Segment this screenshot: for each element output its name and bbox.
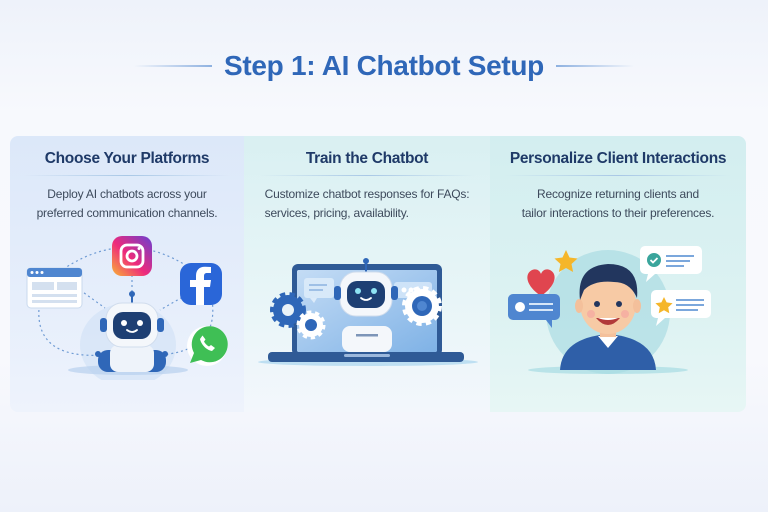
star-bubble-icon	[651, 290, 711, 326]
description-line: tailor interactions to their preferences…	[521, 206, 715, 220]
personalization-illustration	[490, 230, 746, 380]
panel-title: Train the Chatbot	[305, 150, 429, 167]
panel-divider	[505, 175, 731, 176]
panel-personalize-interactions: Personalize Client Interactions Recogniz…	[490, 136, 746, 412]
training-illustration	[244, 230, 490, 380]
page-title: Step 1: AI Chatbot Setup	[224, 50, 544, 81]
chat-bubble-icon	[304, 278, 334, 303]
header: Step 1: AI Chatbot Setup	[0, 44, 768, 88]
description-line: services, pricing, availability.	[264, 206, 409, 220]
checkmark-bubble-icon	[640, 246, 702, 282]
panel-divider	[24, 175, 230, 176]
panel-description: Recognize returning clients and tailor i…	[522, 185, 715, 223]
steps-panels: Choose Your Platforms Deploy AI chatbots…	[10, 136, 746, 412]
panel-description: Customize chatbot responses for FAQs: se…	[265, 185, 470, 223]
platforms-illustration	[10, 230, 244, 387]
title-decor-line-right	[555, 65, 634, 67]
panel-title: Personalize Client Interactions	[509, 150, 727, 167]
description-line: Deploy AI chatbots across your	[47, 187, 207, 201]
title-decor-line-left	[134, 65, 212, 67]
robot-icon	[98, 291, 166, 372]
robot-icon	[334, 258, 398, 352]
instagram-icon	[112, 236, 152, 276]
panel-choose-platforms: Choose Your Platforms Deploy AI chatbots…	[10, 136, 244, 412]
description-line: preferred communication channels.	[36, 206, 218, 220]
panel-title: Choose Your Platforms	[44, 150, 210, 167]
description-line: Recognize returning clients and	[537, 187, 699, 201]
browser-window-icon	[26, 267, 83, 309]
gear-icon	[402, 286, 442, 326]
whatsapp-icon	[187, 326, 228, 366]
heart-icon	[527, 269, 555, 296]
client-avatar-icon	[560, 264, 656, 370]
facebook-icon	[180, 263, 222, 305]
panel-divider	[258, 175, 476, 176]
chat-bubble-icon	[508, 294, 560, 328]
star-icon	[554, 250, 578, 272]
panel-description: Deploy AI chatbots across your preferred…	[37, 185, 218, 223]
gear-icon	[296, 310, 326, 340]
panel-train-chatbot: Train the Chatbot Customize chatbot resp…	[244, 136, 490, 412]
description-line: Customize chatbot responses for FAQs:	[264, 187, 470, 201]
gear-icon	[270, 292, 306, 328]
